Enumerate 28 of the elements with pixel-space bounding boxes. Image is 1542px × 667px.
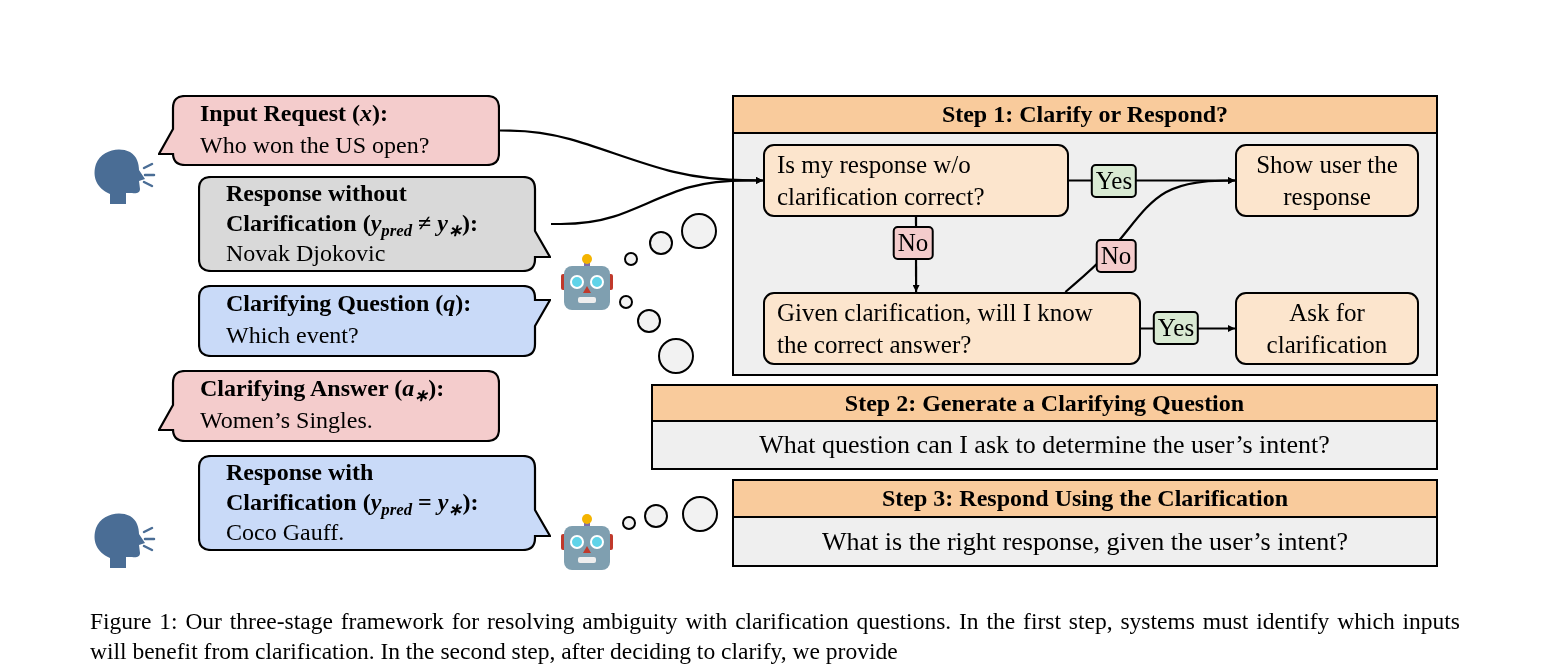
process-box: Given clarification, will I know the correct answer? [763, 292, 1141, 365]
bubble-heading: Response without Clarification (y$_{pred}$ ≠ y$_{∗}$): [226, 179, 479, 238]
arrow [551, 176, 763, 226]
figure-caption: Figure 1: Our three-stage framework for resolving ambiguity with clarification questions. In the first step, systems must identify which inputs will benefit from clarification. In the second step, after deciding to clarify, we provide [90, 607, 1460, 666]
bubble-text: Coco Gauff. [226, 518, 346, 547]
step-heading: Step 2: Generate a Clarifying Question [653, 386, 1436, 422]
step-text: What is the right response, given the user’s intent? [821, 526, 1349, 558]
edge-label: No [1095, 239, 1137, 273]
bubble-heading: Input Request (x): [200, 99, 389, 128]
bubble-heading: Clarifying Question (q): [226, 289, 473, 318]
bubble-heading: Clarifying Answer (a$_{∗}$): [200, 374, 446, 404]
edge-label: Yes [1090, 164, 1138, 198]
bubble-text: Which event? [226, 321, 360, 350]
bubble-text: Women’s Singles. [200, 406, 374, 435]
step-panel [732, 479, 1438, 567]
process-box: Show user the response [1235, 144, 1419, 217]
step-heading: Step 3: Respond Using the Clarification [734, 481, 1436, 518]
step-panel [651, 384, 1438, 470]
bubble-text: Novak Djokovic [226, 240, 387, 268]
step-text: What question can I ask to determine the user’s intent? [758, 429, 1331, 461]
process-box: Ask for clarification [1235, 292, 1419, 365]
process-box: Is my response w/o clarification correct? [763, 144, 1069, 217]
bubble-text: Who won the US open? [200, 131, 431, 160]
step-panel [732, 95, 1438, 376]
edge-label: No [892, 226, 934, 260]
bubble-heading: Response with Clarification (y$_{pred}$ = y$_{∗}$): [226, 458, 480, 517]
edge-label: Yes [1152, 311, 1200, 345]
step-heading: Step 1: Clarify or Respond? [734, 97, 1436, 134]
